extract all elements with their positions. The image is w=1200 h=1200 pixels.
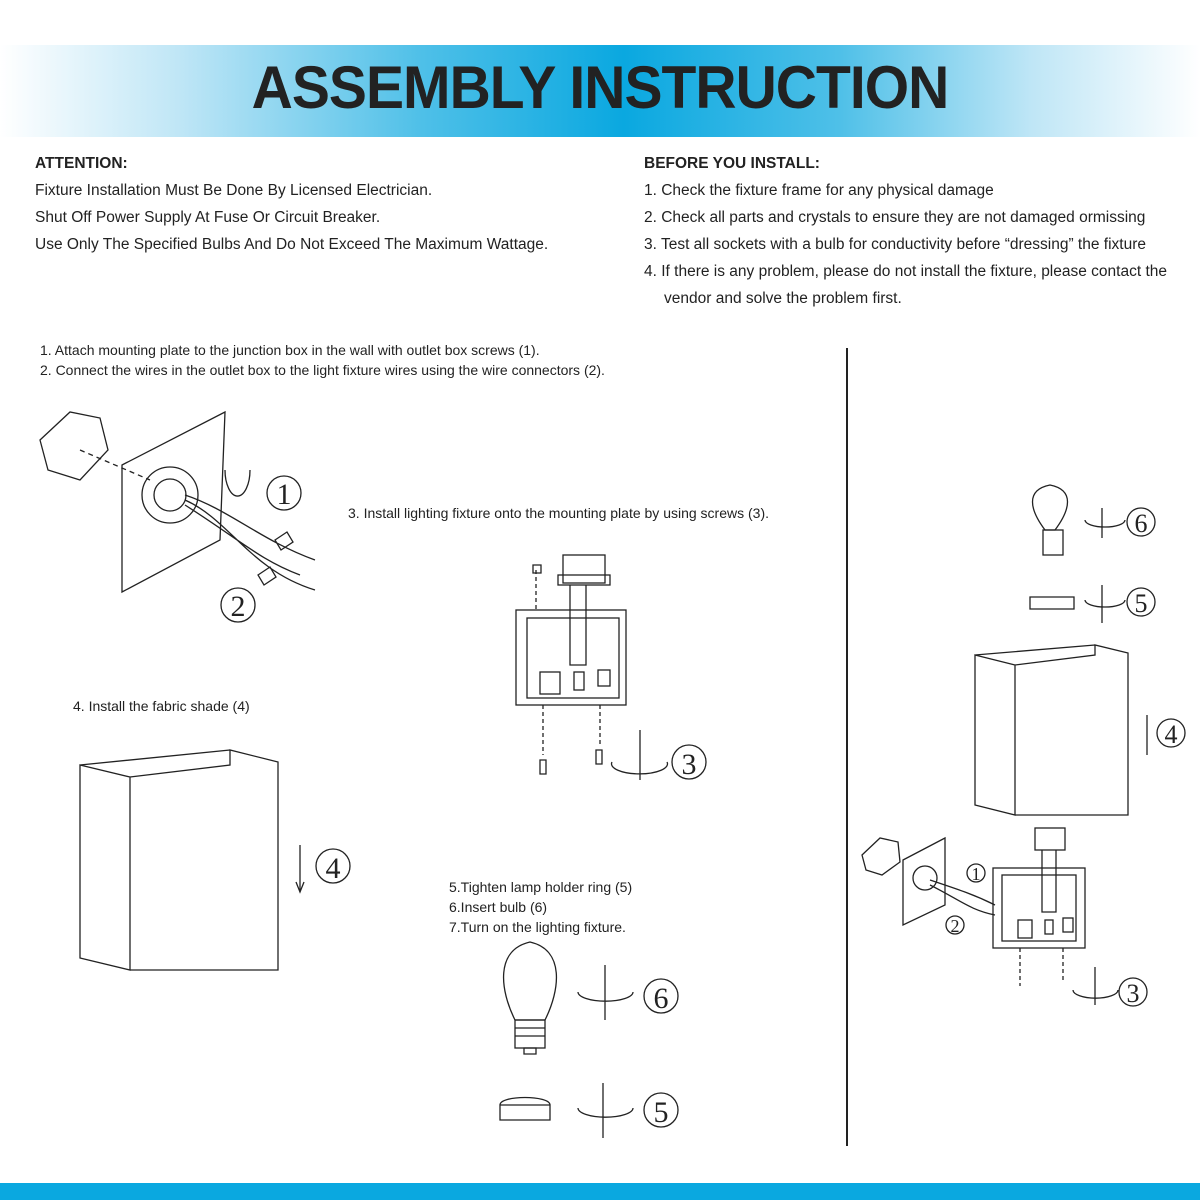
attention-line: Shut Off Power Supply At Fuse Or Circuit… [35, 209, 381, 226]
callout-6-right: 6 [1135, 509, 1148, 538]
attention-heading: ATTENTION: [35, 155, 128, 172]
step-1-text: 1. Attach mounting plate to the junction… [40, 342, 540, 358]
before-install-line: 1. Check the fixture frame for any physi… [644, 182, 994, 199]
callout-5-right: 5 [1135, 589, 1148, 618]
step-3-text: 3. Install lighting fixture onto the mou… [348, 505, 769, 521]
before-install-heading: BEFORE YOU INSTALL: [644, 155, 820, 172]
before-install-line: 4. If there is any problem, please do no… [644, 263, 1167, 280]
shade-diagram: 4 [79, 749, 351, 971]
before-install-section: BEFORE YOU INSTALL: 1. Check the fixture… [644, 150, 1167, 312]
before-install-line: vendor and solve the problem first. [664, 290, 902, 307]
callout-4-right: 4 [1165, 720, 1178, 749]
step-4-text: 4. Install the fabric shade (4) [73, 698, 250, 714]
attention-line: Use Only The Specified Bulbs And Do Not … [35, 236, 549, 253]
steps-1-2: 1. Attach mounting plate to the junction… [40, 340, 605, 380]
callout-3: 3 [682, 748, 697, 781]
callout-2: 2 [231, 590, 246, 623]
callout-4: 4 [326, 852, 341, 885]
callout-2-right: 2 [951, 916, 960, 936]
bottom-bar [0, 1183, 1200, 1200]
column-divider [846, 348, 848, 1146]
step-7-text: 7.Turn on the lighting fixture. [449, 919, 626, 935]
exploded-view-diagram: 6 5 4 1 2 3 [861, 484, 1186, 1008]
attention-section: ATTENTION: Fixture Installation Must Be … [35, 150, 548, 258]
attention-line: Fixture Installation Must Be Done By Lic… [35, 182, 433, 199]
page-title: ASSEMBLY INSTRUCTION [251, 54, 950, 121]
steps-5-7: 5.Tighten lamp holder ring (5) 6.Insert … [449, 877, 632, 937]
callout-3-right: 3 [1127, 979, 1140, 1008]
step-2-text: 2. Connect the wires in the outlet box t… [40, 362, 605, 378]
bulb-ring-diagram: 6 5 [499, 941, 679, 1138]
callout-5: 5 [654, 1096, 669, 1129]
title-banner: ASSEMBLY INSTRUCTION [0, 45, 1200, 137]
step-5-text: 5.Tighten lamp holder ring (5) [449, 879, 633, 895]
before-install-line: 3. Test all sockets with a bulb for cond… [644, 236, 1146, 253]
mounting-plate-diagram: 1 2 [39, 410, 316, 623]
callout-6: 6 [654, 982, 669, 1015]
callout-1: 1 [277, 478, 292, 511]
before-install-line: 2. Check all parts and crystals to ensur… [644, 209, 1146, 226]
step-6-text: 6.Insert bulb (6) [449, 899, 548, 915]
callout-1-right: 1 [972, 864, 981, 884]
fixture-diagram: 3 [515, 554, 707, 781]
